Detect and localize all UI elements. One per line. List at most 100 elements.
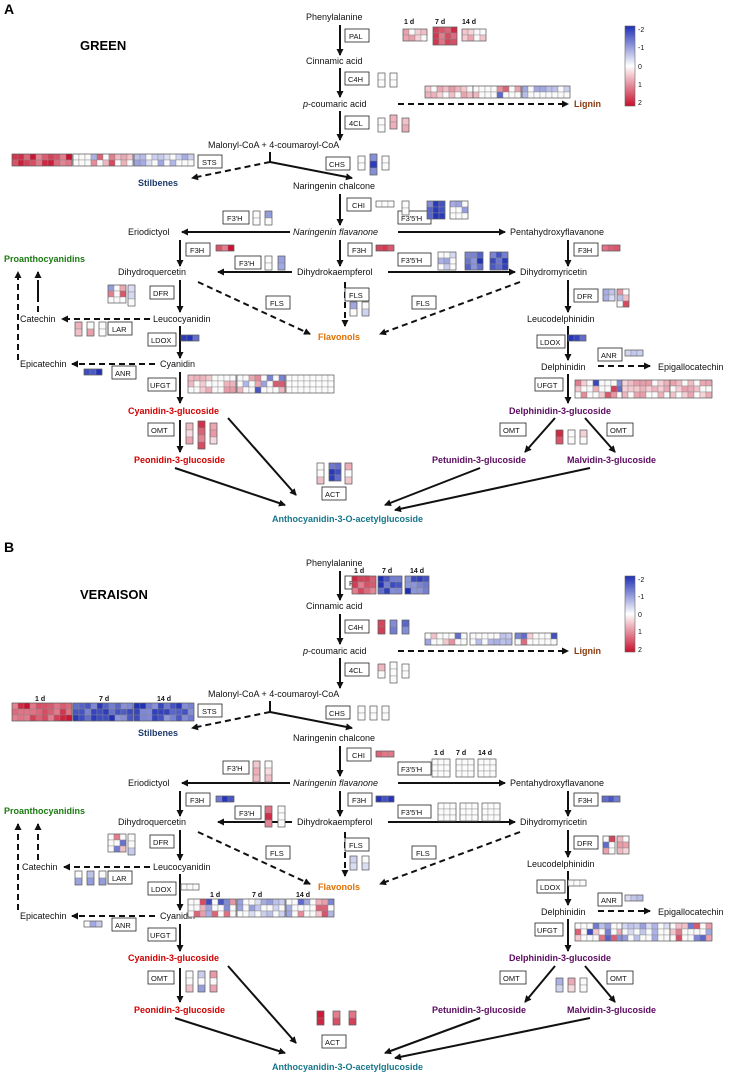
heatmap-cell bbox=[369, 160, 378, 169]
heatmap-cell bbox=[277, 805, 286, 814]
heatmap-block bbox=[316, 462, 325, 485]
heatmap-frame bbox=[11, 153, 73, 167]
heatmap-frame bbox=[83, 920, 103, 928]
heatmap-cell bbox=[297, 904, 305, 912]
heatmap-cell bbox=[621, 385, 629, 393]
svg-text:OMT: OMT bbox=[151, 426, 168, 435]
heatmap-cell bbox=[321, 898, 329, 906]
heatmap-block bbox=[449, 200, 469, 220]
heatmap-block bbox=[209, 970, 218, 993]
heatmap-cell bbox=[187, 159, 195, 167]
heatmap-cell bbox=[180, 334, 188, 342]
heatmap-cell bbox=[616, 847, 624, 855]
heatmap-block bbox=[98, 321, 107, 337]
heatmap-cell bbox=[254, 904, 262, 912]
heatmap-cell bbox=[586, 934, 594, 942]
heatmap-cell bbox=[601, 795, 609, 803]
heatmap-cell bbox=[705, 934, 713, 942]
heatmap-block bbox=[264, 210, 273, 226]
heatmap-frame bbox=[389, 661, 398, 684]
heatmap-block bbox=[602, 835, 616, 855]
heatmap-cell bbox=[84, 714, 92, 722]
heatmap-cell bbox=[133, 708, 141, 716]
metabolite-epigallocatechin: Epigallocatechin bbox=[658, 362, 724, 372]
heatmap-cell bbox=[621, 379, 629, 387]
heatmap-cell bbox=[133, 714, 141, 722]
metabolite-catechin: Catechin bbox=[22, 862, 58, 872]
metabolite-dihydrokaempferol: Dihydrokaempferol bbox=[297, 267, 373, 277]
heatmap-cell bbox=[651, 385, 659, 393]
heatmap-cell bbox=[193, 374, 201, 382]
heatmap-cell bbox=[467, 770, 475, 778]
heatmap-cell bbox=[469, 638, 477, 646]
heatmap-block bbox=[455, 758, 475, 778]
heatmap-block bbox=[616, 288, 630, 308]
heatmap-cell bbox=[119, 839, 127, 847]
heatmap-cell bbox=[675, 934, 683, 942]
heatmap-cell bbox=[83, 920, 91, 928]
enzyme-f3h: F3H bbox=[347, 792, 373, 807]
heatmap-cell bbox=[98, 321, 107, 330]
heatmap-cell bbox=[466, 91, 474, 99]
heatmap-cell bbox=[450, 26, 458, 34]
svg-text:ANR: ANR bbox=[115, 369, 131, 378]
heatmap-frame bbox=[264, 805, 273, 828]
heatmap-cell bbox=[221, 795, 229, 803]
heatmap-cell bbox=[705, 379, 713, 387]
heatmap-cell bbox=[705, 928, 713, 936]
heatmap-cell bbox=[252, 210, 261, 219]
heatmap-cell bbox=[389, 114, 398, 123]
heatmap-cell bbox=[23, 159, 31, 167]
heatmap-cell bbox=[185, 984, 194, 993]
heatmap-cell bbox=[563, 91, 571, 99]
heatmap-frame bbox=[567, 977, 576, 993]
heatmap-cell bbox=[404, 587, 412, 595]
enzyme-anr: ANR bbox=[111, 365, 137, 380]
heatmap-cell bbox=[90, 153, 98, 161]
svg-text:F3H: F3H bbox=[190, 796, 204, 805]
heatmap-cell bbox=[236, 386, 244, 394]
heatmap-cell bbox=[426, 206, 434, 214]
heatmap-cell bbox=[557, 85, 565, 93]
enzyme-lar: LAR bbox=[107, 870, 133, 885]
heatmap-frame bbox=[264, 255, 273, 271]
heatmap-cell bbox=[95, 920, 103, 928]
heatmap-cell bbox=[395, 575, 403, 583]
heatmap-cell bbox=[260, 386, 268, 394]
heatmap-cell bbox=[157, 702, 165, 710]
heatmap-cell bbox=[126, 702, 134, 710]
heatmap-cell bbox=[185, 977, 194, 986]
enzyme-4cl: 4CL bbox=[344, 115, 370, 130]
heatmap-cell bbox=[185, 429, 194, 438]
heatmap-cell bbox=[321, 386, 329, 394]
heatmap-cell bbox=[119, 296, 127, 304]
heatmap-cell bbox=[23, 714, 31, 722]
heatmap-cell bbox=[639, 928, 647, 936]
heatmap-cell bbox=[127, 833, 136, 842]
heatmap-cell bbox=[437, 758, 445, 766]
heatmap-cell bbox=[401, 124, 410, 133]
heatmap-cell bbox=[454, 85, 462, 93]
heatmap-cell bbox=[460, 632, 468, 640]
heatmap-cell bbox=[579, 984, 588, 993]
heatmap-frame bbox=[316, 462, 325, 485]
heatmap-cell bbox=[89, 368, 97, 376]
heatmap-cell bbox=[86, 321, 95, 330]
heatmap-cell bbox=[410, 575, 418, 583]
heatmap-cell bbox=[467, 764, 475, 772]
heatmap-block bbox=[579, 977, 588, 993]
heatmap-cell bbox=[163, 153, 171, 161]
heatmap-cell bbox=[483, 770, 491, 778]
heatmap-cell bbox=[675, 391, 683, 399]
heatmap-frame bbox=[215, 795, 235, 803]
heatmap-cell bbox=[334, 474, 342, 482]
product-proanthocyanidins: Proanthocyanidins bbox=[4, 254, 85, 264]
heatmap-cell bbox=[432, 200, 440, 208]
heatmap-cell bbox=[699, 379, 707, 387]
heatmap-cell bbox=[84, 159, 92, 167]
heatmap-cell bbox=[586, 928, 594, 936]
heatmap-cell bbox=[119, 845, 127, 853]
heatmap-frame bbox=[461, 28, 487, 42]
heatmap-cell bbox=[443, 802, 451, 810]
heatmap-cell bbox=[169, 702, 177, 710]
